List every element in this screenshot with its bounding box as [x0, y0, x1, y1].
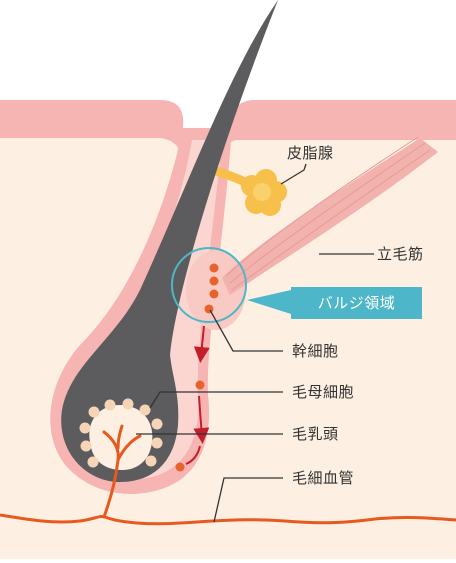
bulge-badge: バルジ領域	[291, 287, 422, 319]
arrector-pili-muscle	[222, 138, 438, 295]
dermal-papilla	[89, 405, 153, 470]
stem-cells	[204, 263, 219, 314]
dermis	[0, 128, 456, 559]
dermal-papilla-label: 毛乳頭	[292, 425, 339, 443]
migration-path	[175, 325, 210, 472]
capillary-branch	[102, 424, 142, 519]
bulge-circle	[171, 247, 247, 323]
capillary-label: 毛細血管	[292, 469, 355, 487]
arrector-pili-label: 立毛筋	[377, 245, 424, 263]
bulge-pointer	[247, 290, 291, 314]
stem-cell-label: 幹細胞	[292, 342, 339, 360]
sebaceous-gland-label: 皮脂腺	[287, 144, 334, 162]
hair-shaft	[61, 0, 278, 482]
leader-lines	[136, 163, 374, 523]
bulge-badge-bg	[291, 287, 422, 319]
bulge-region-label: バルジ領域	[317, 294, 396, 312]
matrix-cell-label: 毛母細胞	[292, 383, 355, 401]
matrix-cells	[79, 398, 163, 468]
epidermis	[0, 100, 456, 152]
capillary-vessel	[0, 513, 456, 526]
